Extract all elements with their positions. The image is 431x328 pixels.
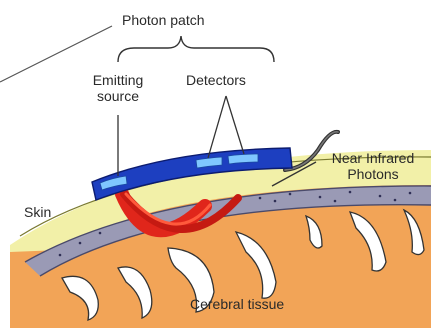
detector-pointer-2	[226, 96, 244, 154]
near-infrared-line1: Near Infrared	[318, 150, 428, 166]
detectors-label: Detectors	[186, 72, 246, 88]
patch-brace	[118, 36, 274, 62]
emitting-source-label: Emitting source	[82, 72, 154, 104]
near-infrared-label: Near Infrared Photons	[318, 150, 428, 182]
emitting-source-line1: Emitting	[82, 72, 154, 88]
near-infrared-line2: Photons	[318, 166, 428, 182]
cerebral-tissue-label: Cerebral tissue	[190, 296, 284, 312]
detector-pointer-1	[208, 96, 226, 158]
emitting-source-line2: source	[82, 88, 154, 104]
skin-label: Skin	[24, 204, 51, 220]
photon-patch-label: Photon patch	[122, 12, 205, 28]
